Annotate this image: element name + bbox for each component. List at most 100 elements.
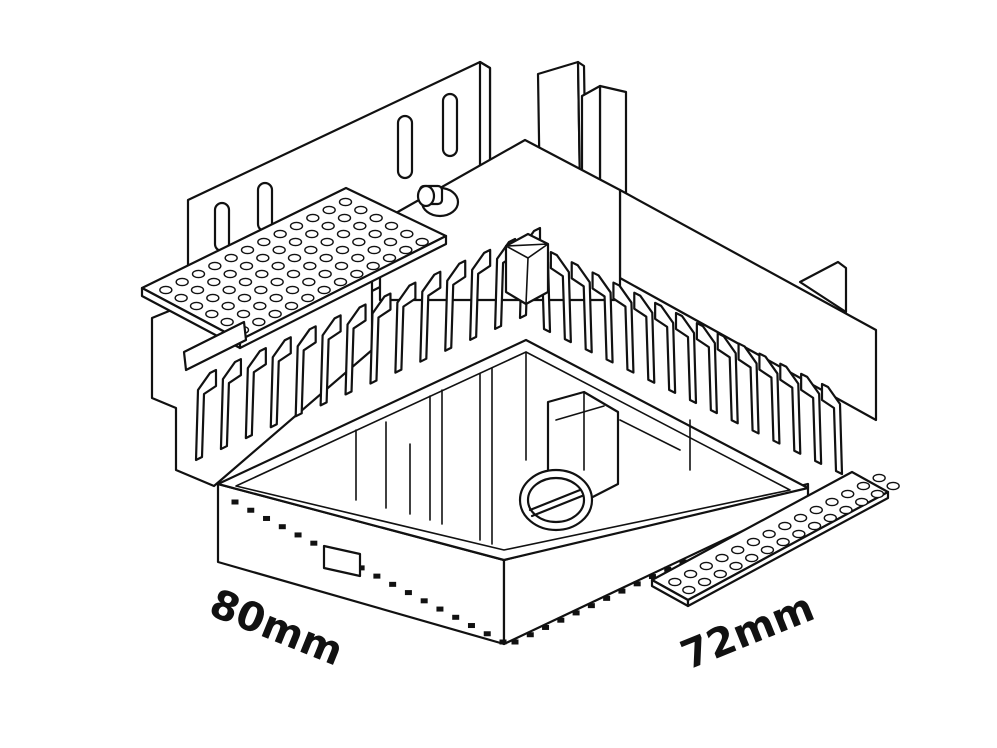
perforation-hole [334, 261, 349, 271]
perforation-hole [318, 269, 332, 279]
perforation-hole [286, 269, 301, 279]
heat-fin [244, 347, 267, 440]
heat-fin [344, 303, 367, 396]
perforation-hole [400, 229, 414, 239]
perforation-hole [870, 489, 885, 499]
ridge-tick [618, 588, 626, 594]
heat-fin [570, 261, 593, 354]
heat-fin [779, 362, 802, 455]
perforation-hole [240, 245, 255, 255]
perforation-hole [273, 229, 287, 239]
perforation-hole [353, 221, 367, 231]
heat-fin [758, 352, 781, 445]
perforation-hole [683, 569, 698, 579]
perforation-hole [668, 577, 682, 587]
perforation-hole [338, 197, 353, 207]
ridge-tick [587, 603, 595, 609]
perforation-hole [252, 317, 266, 327]
perforation-hole [321, 221, 335, 231]
heat-fin [469, 248, 492, 341]
ridge-tick [483, 631, 491, 637]
perforation-hole [221, 301, 235, 311]
width-dimension-label: 80mm [203, 581, 349, 676]
heat-fin [820, 382, 844, 476]
slot-4 [441, 92, 459, 158]
perforation-hole [715, 553, 729, 563]
ridge-tick [278, 524, 286, 530]
ridge-tick [420, 598, 428, 604]
perforation-hole [792, 529, 806, 539]
perforation-hole [220, 317, 234, 327]
heat-fin [394, 281, 417, 374]
heat-fin [269, 336, 292, 429]
ridge-tick [263, 515, 271, 521]
slot-2 [256, 181, 274, 233]
heat-fin [294, 325, 317, 418]
perforation-hole [382, 253, 397, 263]
perforation-hole [415, 237, 429, 247]
ridge-tick [310, 540, 318, 546]
ridge-tick [294, 532, 302, 538]
ridge-tick [557, 617, 565, 623]
perforation-hole [322, 205, 336, 215]
ridge-tick [603, 595, 611, 601]
perforated-plate-right [650, 470, 900, 608]
perforation-hole [731, 545, 745, 555]
perforation-hole [713, 569, 727, 579]
perforation-hole [746, 537, 761, 547]
ridge-tick [499, 639, 507, 645]
perforation-hole [303, 261, 317, 271]
perforation-hole [856, 481, 871, 491]
perforation-hole [285, 285, 300, 295]
heat-fin [194, 368, 218, 462]
ridge-tick [231, 499, 239, 505]
mounting-bolt [416, 184, 460, 218]
ridge-tick [572, 610, 580, 616]
perforation-hole [337, 213, 352, 223]
perforation-hole [272, 245, 286, 255]
heat-fin [716, 332, 739, 425]
perforation-hole [872, 473, 886, 483]
perforation-hole [682, 585, 696, 595]
perforation-hole [270, 277, 284, 287]
slot-3 [396, 114, 414, 180]
perforation-hole [320, 237, 334, 247]
perforation-hole [776, 537, 790, 547]
perforation-hole [384, 221, 399, 231]
perforation-hole [383, 237, 398, 247]
perforation-hole [855, 497, 869, 507]
perforation-hole [191, 269, 206, 279]
slot-1 [213, 201, 231, 253]
perforation-hole [354, 205, 368, 215]
perforation-hole [697, 577, 712, 587]
ridge-tick [404, 590, 412, 596]
perforation-hole [336, 229, 351, 239]
heat-fin [612, 281, 635, 374]
perforation-hole [288, 237, 303, 247]
perforation-hole [271, 261, 285, 271]
perforation-hole [289, 221, 304, 231]
perforation-hole [823, 513, 837, 523]
heat-fin [695, 322, 718, 415]
perforation-hole [301, 293, 315, 303]
perforation-hole [304, 245, 318, 255]
heat-fin [219, 357, 243, 451]
ridge-tick [373, 573, 381, 579]
perforation-hole [807, 521, 822, 531]
perforation-hole [762, 529, 776, 539]
perforation-hole [367, 245, 381, 255]
bottom-tab [322, 544, 362, 578]
perforation-hole [287, 253, 302, 263]
adjustment-screw [518, 468, 594, 532]
heat-fin [591, 271, 614, 364]
perforation-hole [205, 309, 219, 319]
perforation-hole [254, 285, 268, 295]
ridge-tick [247, 507, 255, 513]
perforation-hole [745, 553, 759, 563]
perforation-hole [335, 245, 350, 255]
perforation-hole [317, 285, 331, 295]
heat-fin [549, 251, 572, 344]
perforation-hole [236, 309, 251, 319]
